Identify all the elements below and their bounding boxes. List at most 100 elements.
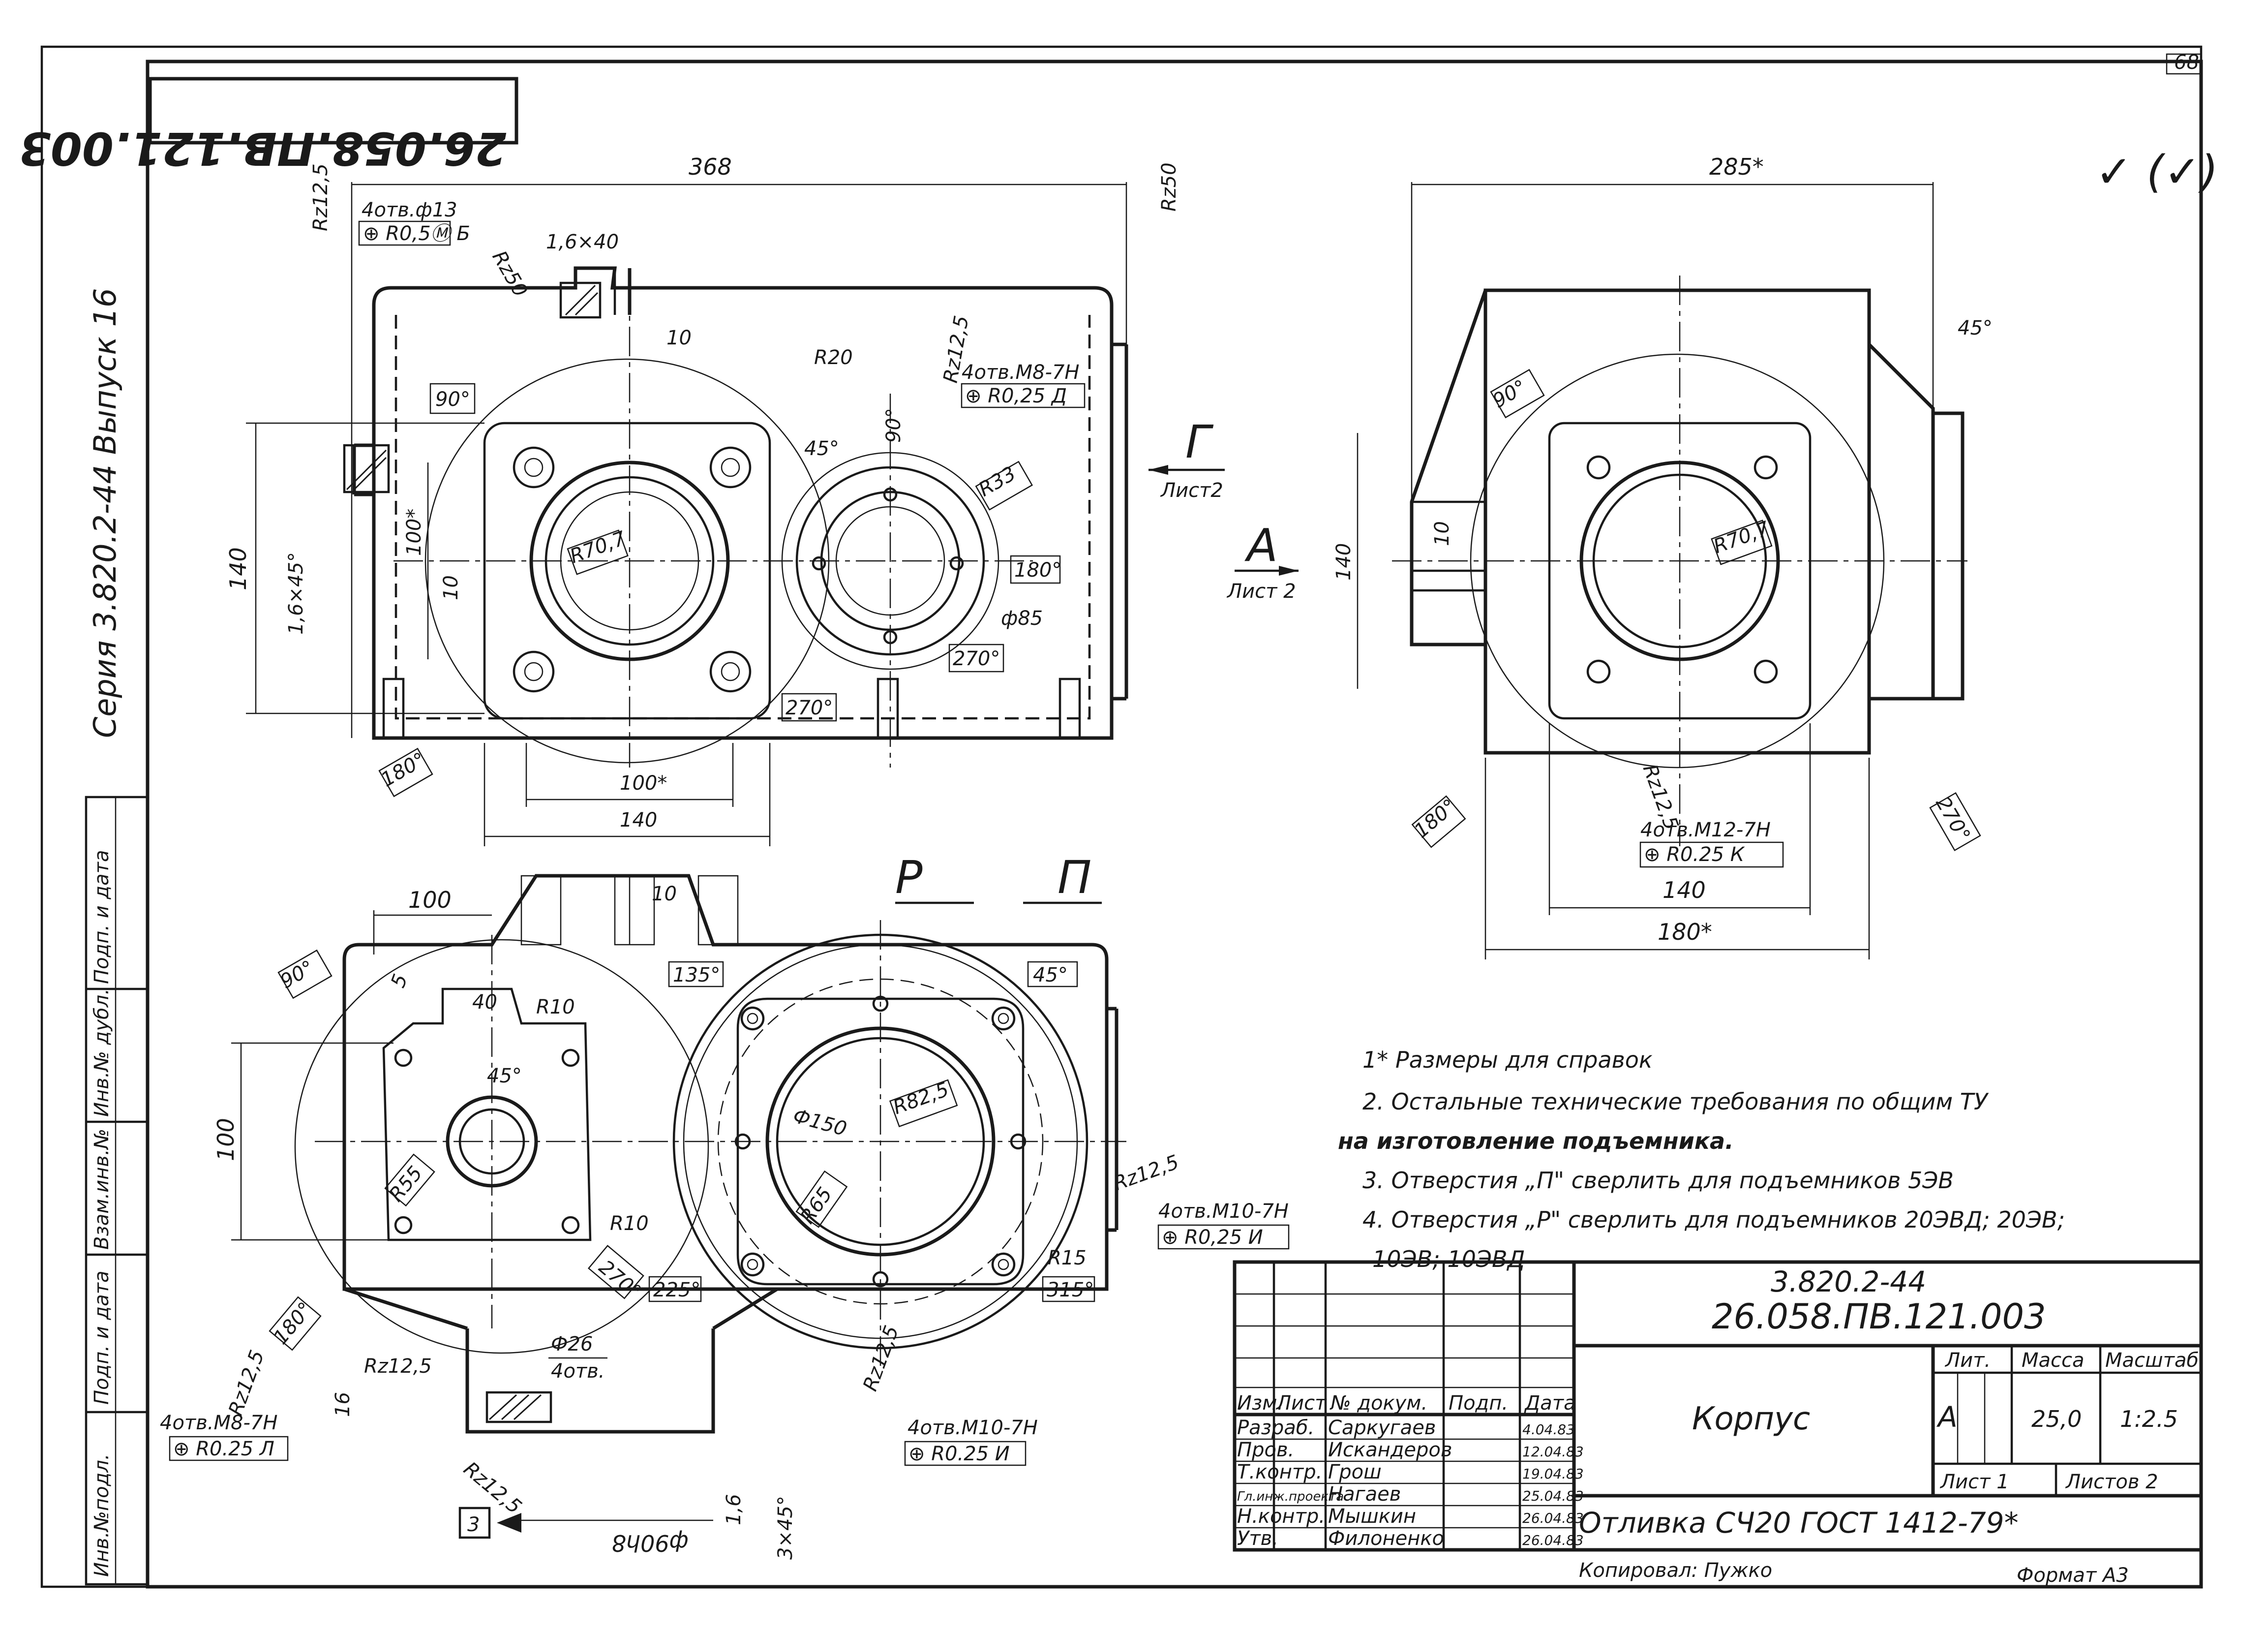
rz50-b: Rz50 [1158, 162, 1180, 212]
col-izm: Изм. [1237, 1392, 1283, 1415]
bot-r10-b: R10 [610, 1212, 649, 1235]
side-dim-140-v: 140 [1332, 543, 1355, 581]
date-4: 26.04.83 [1522, 1510, 1584, 1526]
col-podp: Подп. [1449, 1392, 1508, 1415]
strip-inv-podl: Инв.№подл. [91, 1453, 113, 1577]
strip-podp-data-1: Подп. и дата [91, 1271, 113, 1405]
tb-lit-value: А [1936, 1400, 1958, 1434]
tb-scale-value: 1:2.5 [2120, 1406, 2178, 1432]
bot-dim-16: 16 [332, 1392, 354, 1417]
bot-dim-100-h: 100 [408, 887, 452, 913]
name-4: Мышкин [1328, 1505, 1416, 1528]
notes: 1* Размеры для справок 2. Остальные техн… [1338, 1047, 2065, 1272]
role-4: Н.контр. [1237, 1505, 1325, 1528]
bot-deg-225: 225° [653, 1279, 700, 1301]
front-view: 368 140 100* 1,6×45° 10 100* 140 Rz12,5 … [225, 154, 1299, 846]
bot-holes-m10-a: 4отв.М10-7Н [1158, 1200, 1289, 1223]
side-r707: R70,7 [1711, 517, 1773, 558]
dim-100-h: 100* [620, 772, 667, 795]
r20: R20 [814, 346, 853, 369]
side-dim-10: 10 [1431, 521, 1453, 546]
role-1: Пров. [1237, 1439, 1294, 1461]
phi85: ф85 [1001, 607, 1043, 630]
bot-holes-m10-b: 4отв.М10-7Н [907, 1417, 1038, 1439]
bot-dim-10: 10 [652, 883, 677, 905]
tb-scale-label: Масштаб [2105, 1349, 2199, 1372]
side-view: 285* 45° 90° R70,7 140 10 180° 270° Rz12… [1332, 154, 1993, 959]
bot-holes-m8-tol: ⊕ R0.25 Л [173, 1438, 274, 1460]
bot-dim-100-v: 100 [212, 1118, 239, 1161]
side-dim-285: 285* [1709, 154, 1764, 180]
title-block: Изм. Лист № докум. Подп. Дата Разраб. Са… [1233, 1260, 2203, 1587]
stamp-code: 26.058.ПВ.121.003 [19, 122, 507, 175]
roughness-symbol: ✓ (✓) [2095, 146, 2218, 198]
name-3: Нагаев [1328, 1483, 1401, 1506]
name-1: Искандеров [1328, 1439, 1452, 1461]
page-number-box [2166, 53, 2202, 75]
bot-deg-315: 315° [1047, 1279, 1094, 1301]
chamfer-1: 1,6×40 [546, 231, 619, 253]
side-dim-140-h: 140 [1663, 877, 1706, 903]
col-doc: № докум. [1330, 1392, 1427, 1415]
tb-name: Корпус [1692, 1401, 1810, 1437]
bot-dim-16b: 1,6 [723, 1494, 745, 1525]
strip-inv-dubl: Инв.№ дубл. [91, 988, 113, 1117]
deg-180-a: 180° [377, 748, 429, 792]
rz125-a: Rz12,5 [309, 163, 332, 231]
left-strip [85, 796, 149, 1586]
bot-rz125-e: Rz12,5 [859, 1323, 903, 1394]
note-1: 1* Размеры для справок [1362, 1047, 1653, 1073]
side-holes-m12: 4отв.М12-7Н [1640, 819, 1771, 841]
tb-format: Формат А3 [2017, 1564, 2129, 1587]
bottom-view: 100 10 90° 5 40 R10 45° 135° Р П 45° 100… [160, 851, 1290, 1560]
deg-180-b: 180° [1014, 559, 1061, 582]
deg-270-b: 270° [953, 647, 1000, 670]
r707-front: R70,7 [567, 527, 629, 568]
strip-podp-data-2: Подп. и дата [91, 850, 113, 984]
bot-rz125-d: Rz12,5 [459, 1457, 526, 1518]
tb-sheet: Лист 1 [1939, 1471, 2009, 1493]
note-2b: на изготовление подъемника. [1338, 1128, 1734, 1154]
tb-code: 26.058.ПВ.121.003 [1712, 1296, 2046, 1337]
role-5: Утв. [1237, 1527, 1278, 1550]
holes-m8-tol: ⊕ R0,25 Д [965, 385, 1067, 407]
bot-r10-a: R10 [536, 996, 575, 1018]
tb-lit-label: Лит. [1944, 1349, 1991, 1372]
view-a-sheet: Лист 2 [1226, 580, 1296, 603]
tb-mass-value: 25,0 [2031, 1406, 2082, 1432]
date-2: 19.04.83 [1522, 1466, 1584, 1482]
bot-holes4: 4отв. [551, 1360, 605, 1383]
holes-label: 4отв.ф13 [362, 199, 457, 221]
page-number: 68 [2174, 51, 2199, 74]
inner-frame [146, 60, 2203, 1589]
name-0: Саркугаев [1328, 1417, 1436, 1439]
view-a: А [1244, 519, 1278, 572]
bot-r15: R15 [1048, 1247, 1087, 1269]
bot-label-pp: П [1058, 851, 1091, 904]
dim-140-h: 140 [620, 809, 657, 832]
dim-100-v: 100* [403, 509, 425, 556]
deg-45: 45° [804, 437, 839, 460]
tb-series: 3.820.2-44 [1771, 1265, 1926, 1298]
side-holes-m12-tol: ⊕ R0.25 К [1644, 843, 1745, 866]
stamp-box [148, 77, 518, 145]
bot-phi26: Ф26 [551, 1333, 593, 1356]
col-data: Дата [1524, 1392, 1576, 1415]
bot-rz125-b: Rz12,5 [224, 1347, 269, 1418]
note-4b: 10ЭВ; 10ЭВД [1372, 1246, 1525, 1272]
role-0: Разраб. [1237, 1417, 1314, 1439]
role-3: Гл.инж.проекта [1237, 1489, 1344, 1504]
side-deg-45: 45° [1958, 317, 1993, 339]
name-5: Филоненко [1328, 1527, 1444, 1550]
bot-phi90: ф90h8 [612, 1530, 689, 1556]
holes-m8: 4отв.М8-7Н [962, 361, 1079, 384]
name-2: Грош [1328, 1461, 1382, 1483]
col-list: Лист [1275, 1392, 1327, 1415]
tb-sheets: Листов 2 [2065, 1471, 2158, 1493]
dim-368: 368 [689, 154, 732, 180]
holes-tol: ⊕ R0,5Ⓜ Б [363, 222, 470, 245]
rz50-a: Rz50 [487, 247, 532, 301]
deg-90: 90° [435, 388, 470, 411]
view-g-sheet: Лист2 [1160, 479, 1223, 502]
